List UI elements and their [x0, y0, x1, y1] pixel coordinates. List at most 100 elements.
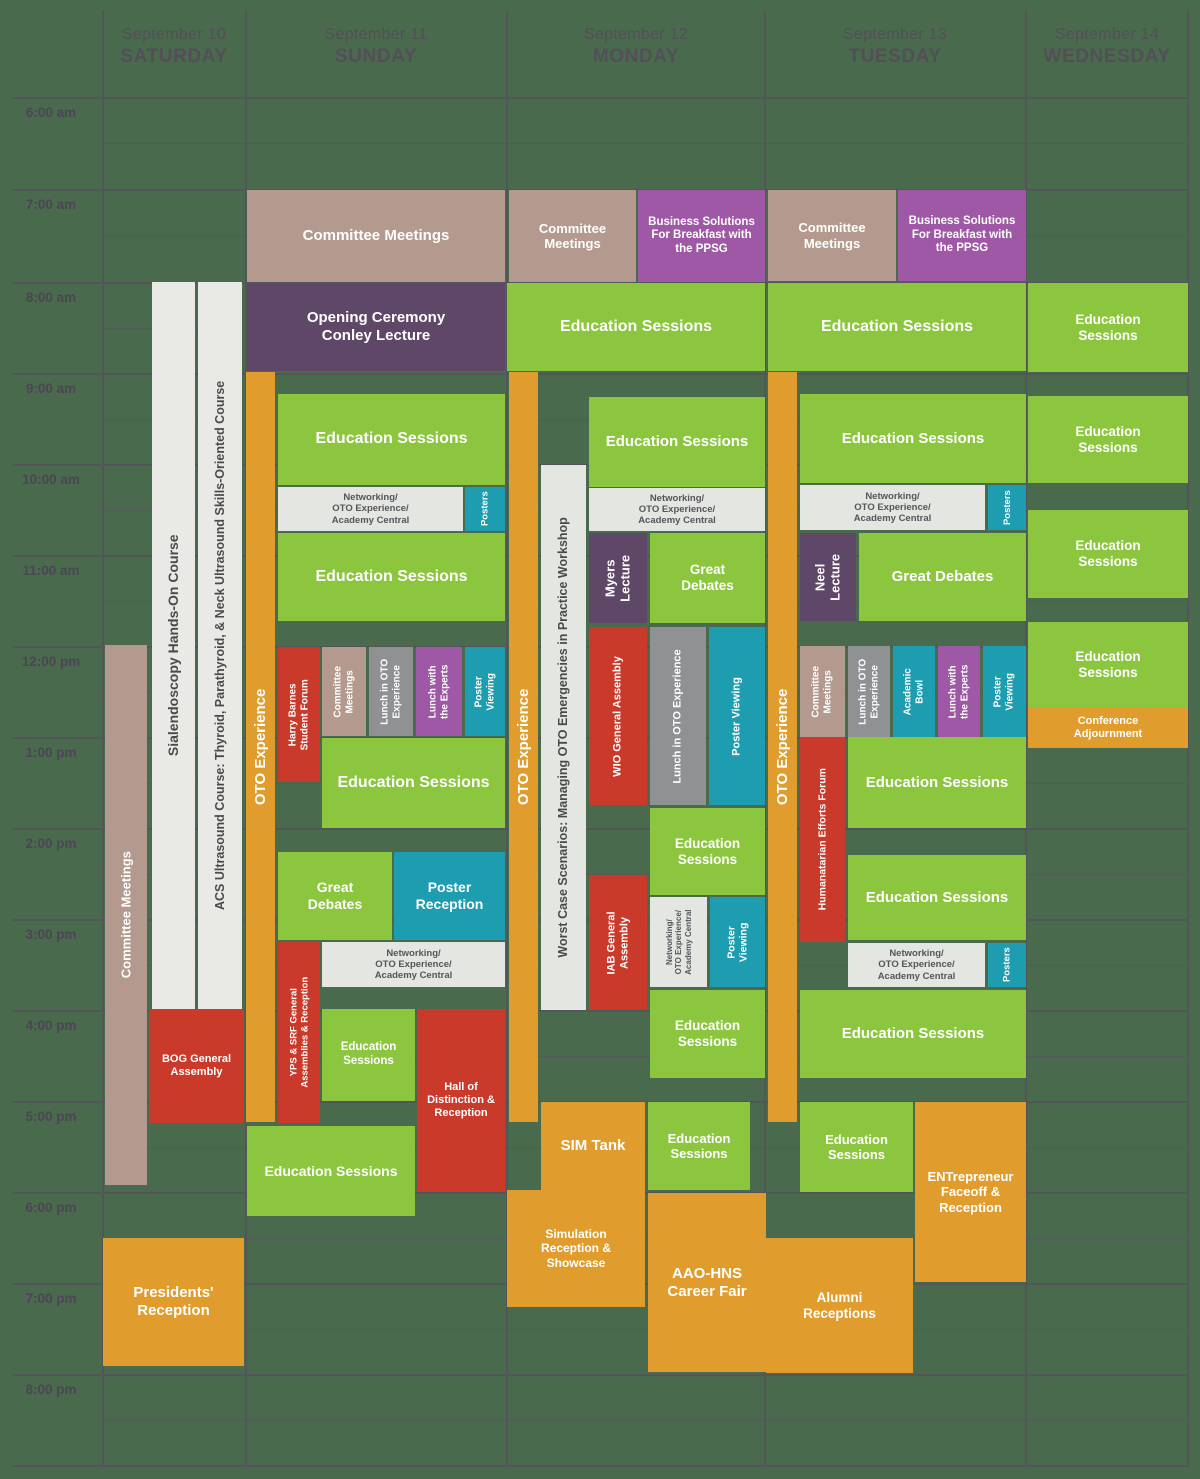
event-label: Education Sessions — [820, 317, 974, 335]
event-business-solutions-breakfast-ppsg: Business Solutions For Breakfast with th… — [638, 190, 765, 282]
event-education-sessions: Education Sessions — [1028, 510, 1188, 598]
event-label: Lunch in OTO Experience — [379, 658, 402, 725]
day-header-sunday: September 11 SUNDAY — [266, 26, 486, 68]
event-label: Education Sessions — [865, 888, 1009, 906]
event-poster-viewing: Poster Viewing — [709, 627, 765, 805]
event-committee-meetings: Committee Meetings — [768, 190, 896, 281]
event-label: Neel Lecture — [812, 553, 843, 601]
event-label: Poster Viewing — [992, 672, 1016, 711]
event-bog-general-assembly: BOG General Assembly — [149, 1009, 244, 1123]
half-hour-line — [103, 1329, 1188, 1330]
event-education-sessions: Education Sessions — [247, 1126, 415, 1216]
event-label: Great Debates — [307, 879, 363, 912]
event-label: Education Sessions — [1075, 311, 1141, 343]
event-label: Poster Reception — [415, 879, 484, 912]
time-label: 2:00 pm — [25, 836, 77, 851]
half-hour-line — [103, 1147, 1188, 1148]
day-date: September 11 — [324, 26, 428, 43]
event-label: Education Sessions — [841, 429, 985, 447]
event-hall-of-distinction-reception: Hall of Distinction & Reception — [417, 1009, 505, 1192]
event-myers-lecture: Myers Lecture — [589, 533, 647, 623]
time-label: 1:00 pm — [25, 745, 77, 760]
event-presidents-reception: Presidents' Reception — [103, 1238, 244, 1366]
half-hour-line — [103, 1238, 1188, 1239]
hour-line — [12, 97, 1188, 99]
event-label: Education Sessions — [340, 1041, 397, 1067]
event-label: Conference Adjournment — [1073, 714, 1143, 740]
event-networking-oto-academy: Networking/ OTO Experience/ Academy Cent… — [848, 943, 985, 987]
event-networking-oto-academy: Networking/ OTO Experience/ Academy Cent… — [589, 488, 765, 531]
event-label: Networking/ OTO Experience/ Academy Cent… — [853, 490, 932, 525]
event-iab-general-assembly: IAB General Assembly — [589, 875, 647, 1010]
event-label: Poster Viewing — [473, 672, 496, 711]
event-label: Education Sessions — [337, 773, 490, 791]
day-header-monday: September 12 MONDAY — [526, 26, 746, 68]
day-name: WEDNESDAY — [1043, 46, 1171, 67]
event-oto-experience: OTO Experience — [768, 372, 797, 1122]
event-education-sessions: Education Sessions — [650, 808, 765, 895]
event-label: Education Sessions — [841, 1025, 985, 1043]
event-label: Business Solutions For Breakfast with th… — [908, 215, 1016, 255]
event-committee-meetings: Committee Meetings — [247, 190, 505, 282]
event-business-solutions-breakfast-ppsg: Business Solutions For Breakfast with th… — [898, 190, 1026, 281]
event-education-sessions: Education Sessions — [278, 533, 505, 621]
event-education-sessions: Education Sessions — [1028, 283, 1188, 372]
hour-line — [12, 828, 1188, 830]
event-lunch-in-oto-experience: Lunch in OTO Experience — [650, 627, 706, 805]
time-label: 3:00 pm — [25, 927, 77, 942]
day-name: TUESDAY — [848, 46, 942, 67]
event-label: Poster Viewing — [730, 676, 743, 756]
event-label: Committee Meetings — [538, 220, 607, 251]
event-label: Education Sessions — [605, 433, 749, 451]
event-oto-experience: OTO Experience — [246, 372, 275, 1122]
event-education-sessions: Education Sessions — [648, 1102, 750, 1190]
event-poster-viewing: Poster Viewing — [710, 897, 765, 987]
event-sim-tank: SIM Tank — [541, 1102, 645, 1190]
event-label: Business Solutions For Breakfast with th… — [648, 215, 755, 255]
event-course-acs-ultrasound: ACS Ultrasound Course: Thyroid, Parathyr… — [198, 282, 242, 1009]
day-date: September 10 — [121, 26, 227, 43]
time-label: 6:00 pm — [25, 1200, 77, 1215]
event-label: Posters — [1001, 490, 1013, 525]
event-label: Education Sessions — [825, 1131, 888, 1162]
event-label: Education Sessions — [1075, 423, 1141, 455]
event-label: Simulation Reception & Showcase — [540, 1227, 611, 1270]
event-label: Harry Barnes Student Forum — [287, 678, 310, 751]
day-date: September 12 — [583, 26, 689, 43]
event-wio-general-assembly: WIO General Assembly — [589, 627, 647, 805]
event-education-sessions: Education Sessions — [589, 397, 765, 487]
half-hour-line — [103, 143, 1188, 144]
event-label: Education Sessions — [559, 317, 713, 335]
hour-line — [12, 1010, 1188, 1012]
event-posters: Posters — [465, 487, 505, 531]
event-label: Education Sessions — [1075, 538, 1141, 569]
half-hour-line — [103, 1420, 1188, 1421]
event-education-sessions: Education Sessions — [322, 738, 505, 828]
day-name: MONDAY — [592, 46, 680, 67]
event-label: Alumni Receptions — [803, 1289, 876, 1321]
event-label: SIM Tank — [560, 1137, 626, 1155]
event-label: Networking/ OTO Experience/ Academy Cent… — [331, 492, 410, 526]
event-label: WIO General Assembly — [611, 655, 624, 777]
event-alumni-receptions: Alumni Receptions — [766, 1238, 913, 1373]
event-committee-meetings: Committee Meetings — [800, 646, 845, 737]
event-label: YPS & SRF General Assemblies & Reception — [287, 977, 310, 1088]
event-label: Education Sessions — [667, 1130, 731, 1161]
event-education-sessions: Education Sessions — [800, 1102, 913, 1192]
event-oto-experience: OTO Experience — [509, 372, 538, 1122]
event-label: OTO Experience — [251, 688, 269, 806]
event-yps-srf-general-assemblies-reception: YPS & SRF General Assemblies & Reception — [278, 942, 320, 1123]
time-label: 8:00 pm — [25, 1382, 77, 1397]
event-great-debates: Great Debates — [859, 533, 1026, 621]
day-name: SUNDAY — [334, 46, 418, 67]
event-label: Committee Meetings — [810, 665, 834, 718]
event-poster-reception: Poster Reception — [394, 852, 505, 940]
event-lunch-with-the-experts: Lunch with the Experts — [938, 646, 980, 737]
time-label: 9:00 am — [25, 381, 77, 396]
event-poster-viewing: Poster Viewing — [465, 647, 505, 736]
column-line — [1187, 10, 1189, 1466]
